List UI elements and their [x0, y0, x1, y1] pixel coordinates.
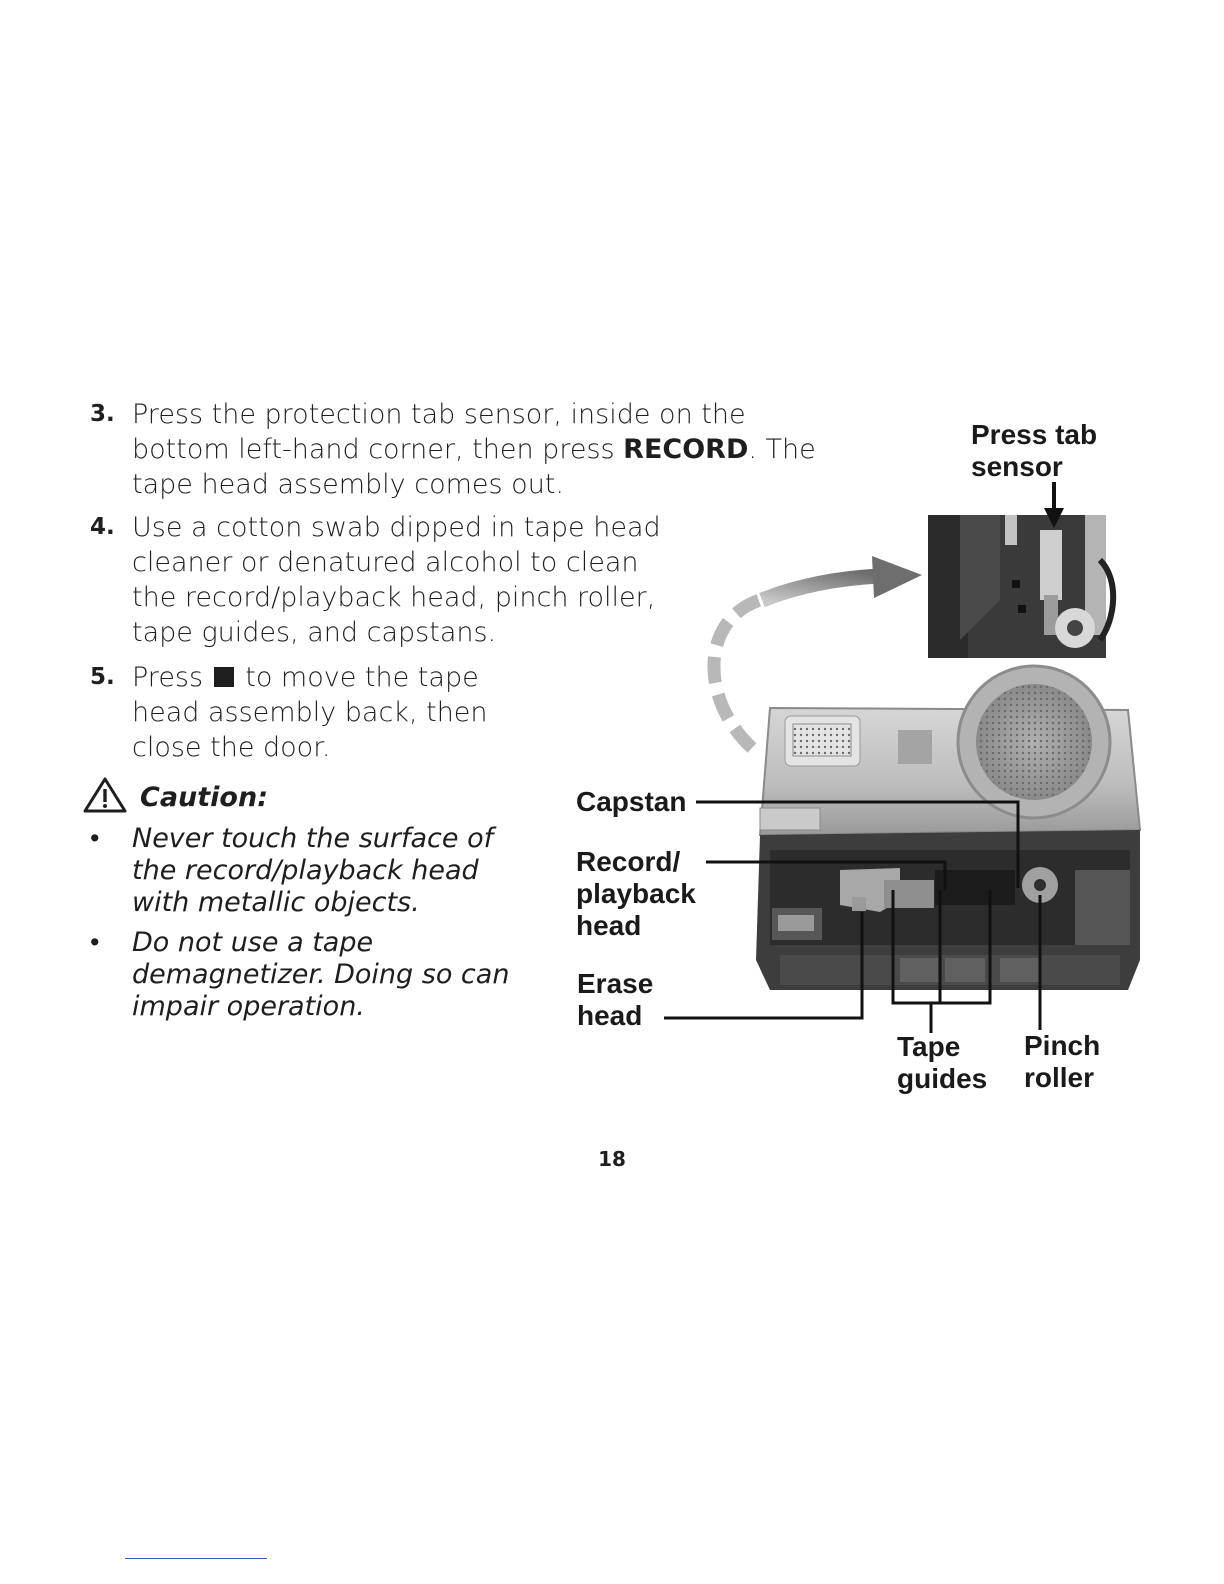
- label-erase-head: Erase head: [577, 968, 654, 1031]
- step-text: Press the protection tab sensor, inside …: [132, 399, 746, 465]
- tab-sensor-closeup: [928, 515, 1117, 658]
- footer-rule: [125, 1558, 267, 1559]
- page-number: 18: [598, 1147, 626, 1171]
- caution-item-text: Do not use a tape demagnetizer. Doing so…: [132, 927, 510, 1022]
- step-text-end: to move the tape head assembly back, the…: [132, 662, 488, 763]
- label-record-playback-head: Record/ playback head: [576, 846, 696, 941]
- bullet-dot: •: [90, 927, 100, 958]
- warning-triangle-icon: [83, 777, 127, 813]
- down-arrow-icon: [1044, 482, 1064, 528]
- label-tape-guides: Tape guides: [897, 1031, 988, 1094]
- caution-item-text: Never touch the surface of the record/pl…: [132, 823, 494, 918]
- step-number: 5.: [90, 664, 115, 690]
- step-text-end: . The tape head assembly comes out.: [132, 434, 816, 500]
- label-press-tab-sensor: Press tab sensor: [971, 419, 1098, 482]
- step-text: Use a cotton swab dipped in tape head cl…: [132, 512, 661, 648]
- record-button-name: RECORD: [623, 434, 749, 465]
- cassette-recorder: [756, 664, 1142, 990]
- bullet-dot: •: [90, 823, 100, 854]
- leader-lines: [664, 800, 1042, 1033]
- stop-icon: [213, 667, 234, 687]
- curved-arrow-icon: [707, 556, 922, 753]
- label-pinch-roller: Pinch roller: [1024, 1030, 1101, 1093]
- caution-title: Caution:: [140, 782, 268, 813]
- label-capstan: Capstan: [576, 786, 687, 817]
- step-number: 3.: [90, 401, 115, 427]
- step-number: 4.: [90, 514, 115, 540]
- step-text: Press: [132, 662, 212, 693]
